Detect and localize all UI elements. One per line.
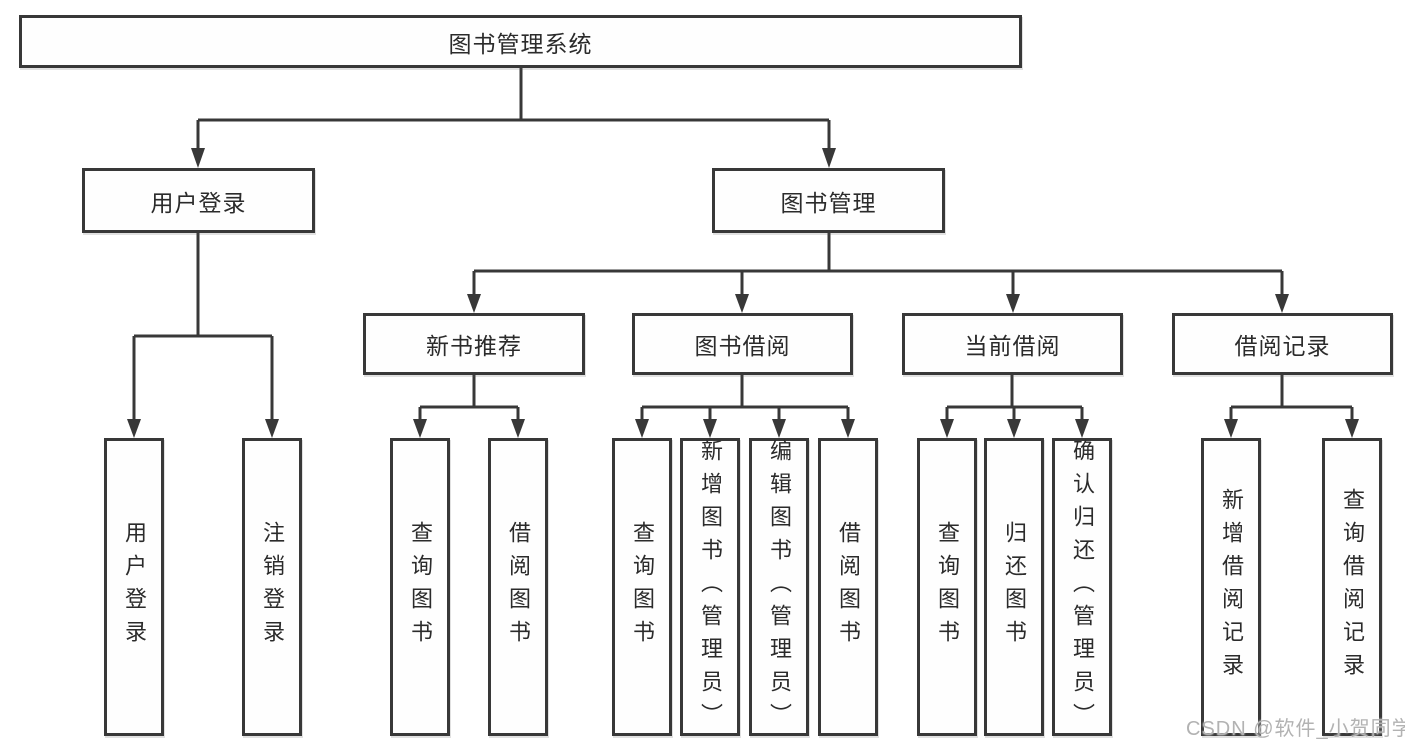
leaf-borrow-query-books: 查询图书 (612, 438, 672, 736)
node-user-login: 用户登录 (82, 168, 315, 233)
leaf-borrow-borrow-books-label: 借阅图书 (836, 521, 861, 653)
leaf-newbook-query-books-label: 查询图书 (408, 521, 433, 653)
node-library-system: 图书管理系统 (19, 15, 1022, 68)
node-book-borrow-label: 图书借阅 (694, 333, 791, 359)
leaf-logout: 注销登录 (242, 438, 302, 736)
leaf-current-query-books-label: 查询图书 (935, 521, 960, 653)
watermark: CSDN @软件_小贺同学 (1186, 718, 1405, 740)
leaf-borrow-query-books-label: 查询图书 (630, 521, 655, 653)
leaf-records-add-record-label: 新增借阅记录 (1219, 488, 1244, 686)
leaf-user-login-label: 用户登录 (122, 521, 147, 653)
leaf-current-confirm-return-admin-label: 确认归还（管理员） (1070, 438, 1095, 736)
leaf-current-query-books: 查询图书 (917, 438, 977, 736)
node-current-borrow: 当前借阅 (902, 313, 1123, 375)
node-library-system-label: 图书管理系统 (448, 30, 593, 57)
node-user-login-label: 用户登录 (150, 189, 247, 216)
leaf-borrow-add-books-admin-label: 新增图书（管理员） (698, 438, 723, 736)
node-book-borrow: 图书借阅 (632, 313, 853, 375)
leaf-borrow-borrow-books: 借阅图书 (818, 438, 878, 736)
leaf-newbook-borrow-books-label: 借阅图书 (506, 521, 531, 653)
leaf-borrow-edit-books-admin-label: 编辑图书（管理员） (767, 438, 792, 736)
leaf-current-return-books: 归还图书 (984, 438, 1044, 736)
leaf-current-confirm-return-admin: 确认归还（管理员） (1052, 438, 1112, 736)
node-borrow-records-label: 借阅记录 (1234, 333, 1331, 359)
leaf-borrow-add-books-admin: 新增图书（管理员） (680, 438, 740, 736)
node-book-management-label: 图书管理 (780, 189, 877, 216)
node-current-borrow-label: 当前借阅 (964, 333, 1061, 359)
leaf-newbook-query-books: 查询图书 (390, 438, 450, 736)
node-book-management: 图书管理 (712, 168, 945, 233)
leaf-records-query-record: 查询借阅记录 (1322, 438, 1382, 736)
leaf-records-add-record: 新增借阅记录 (1201, 438, 1261, 736)
arrowhead-icons (127, 148, 1359, 438)
leaf-current-return-books-label: 归还图书 (1002, 521, 1027, 653)
leaf-borrow-edit-books-admin: 编辑图书（管理员） (749, 438, 809, 736)
node-borrow-records: 借阅记录 (1172, 313, 1393, 375)
leaf-logout-label: 注销登录 (260, 521, 285, 653)
node-new-book-recommend-label: 新书推荐 (426, 333, 522, 359)
node-new-book-recommend: 新书推荐 (363, 313, 585, 375)
leaf-newbook-borrow-books: 借阅图书 (488, 438, 548, 736)
leaf-user-login: 用户登录 (104, 438, 164, 736)
leaf-records-query-record-label: 查询借阅记录 (1340, 488, 1365, 686)
